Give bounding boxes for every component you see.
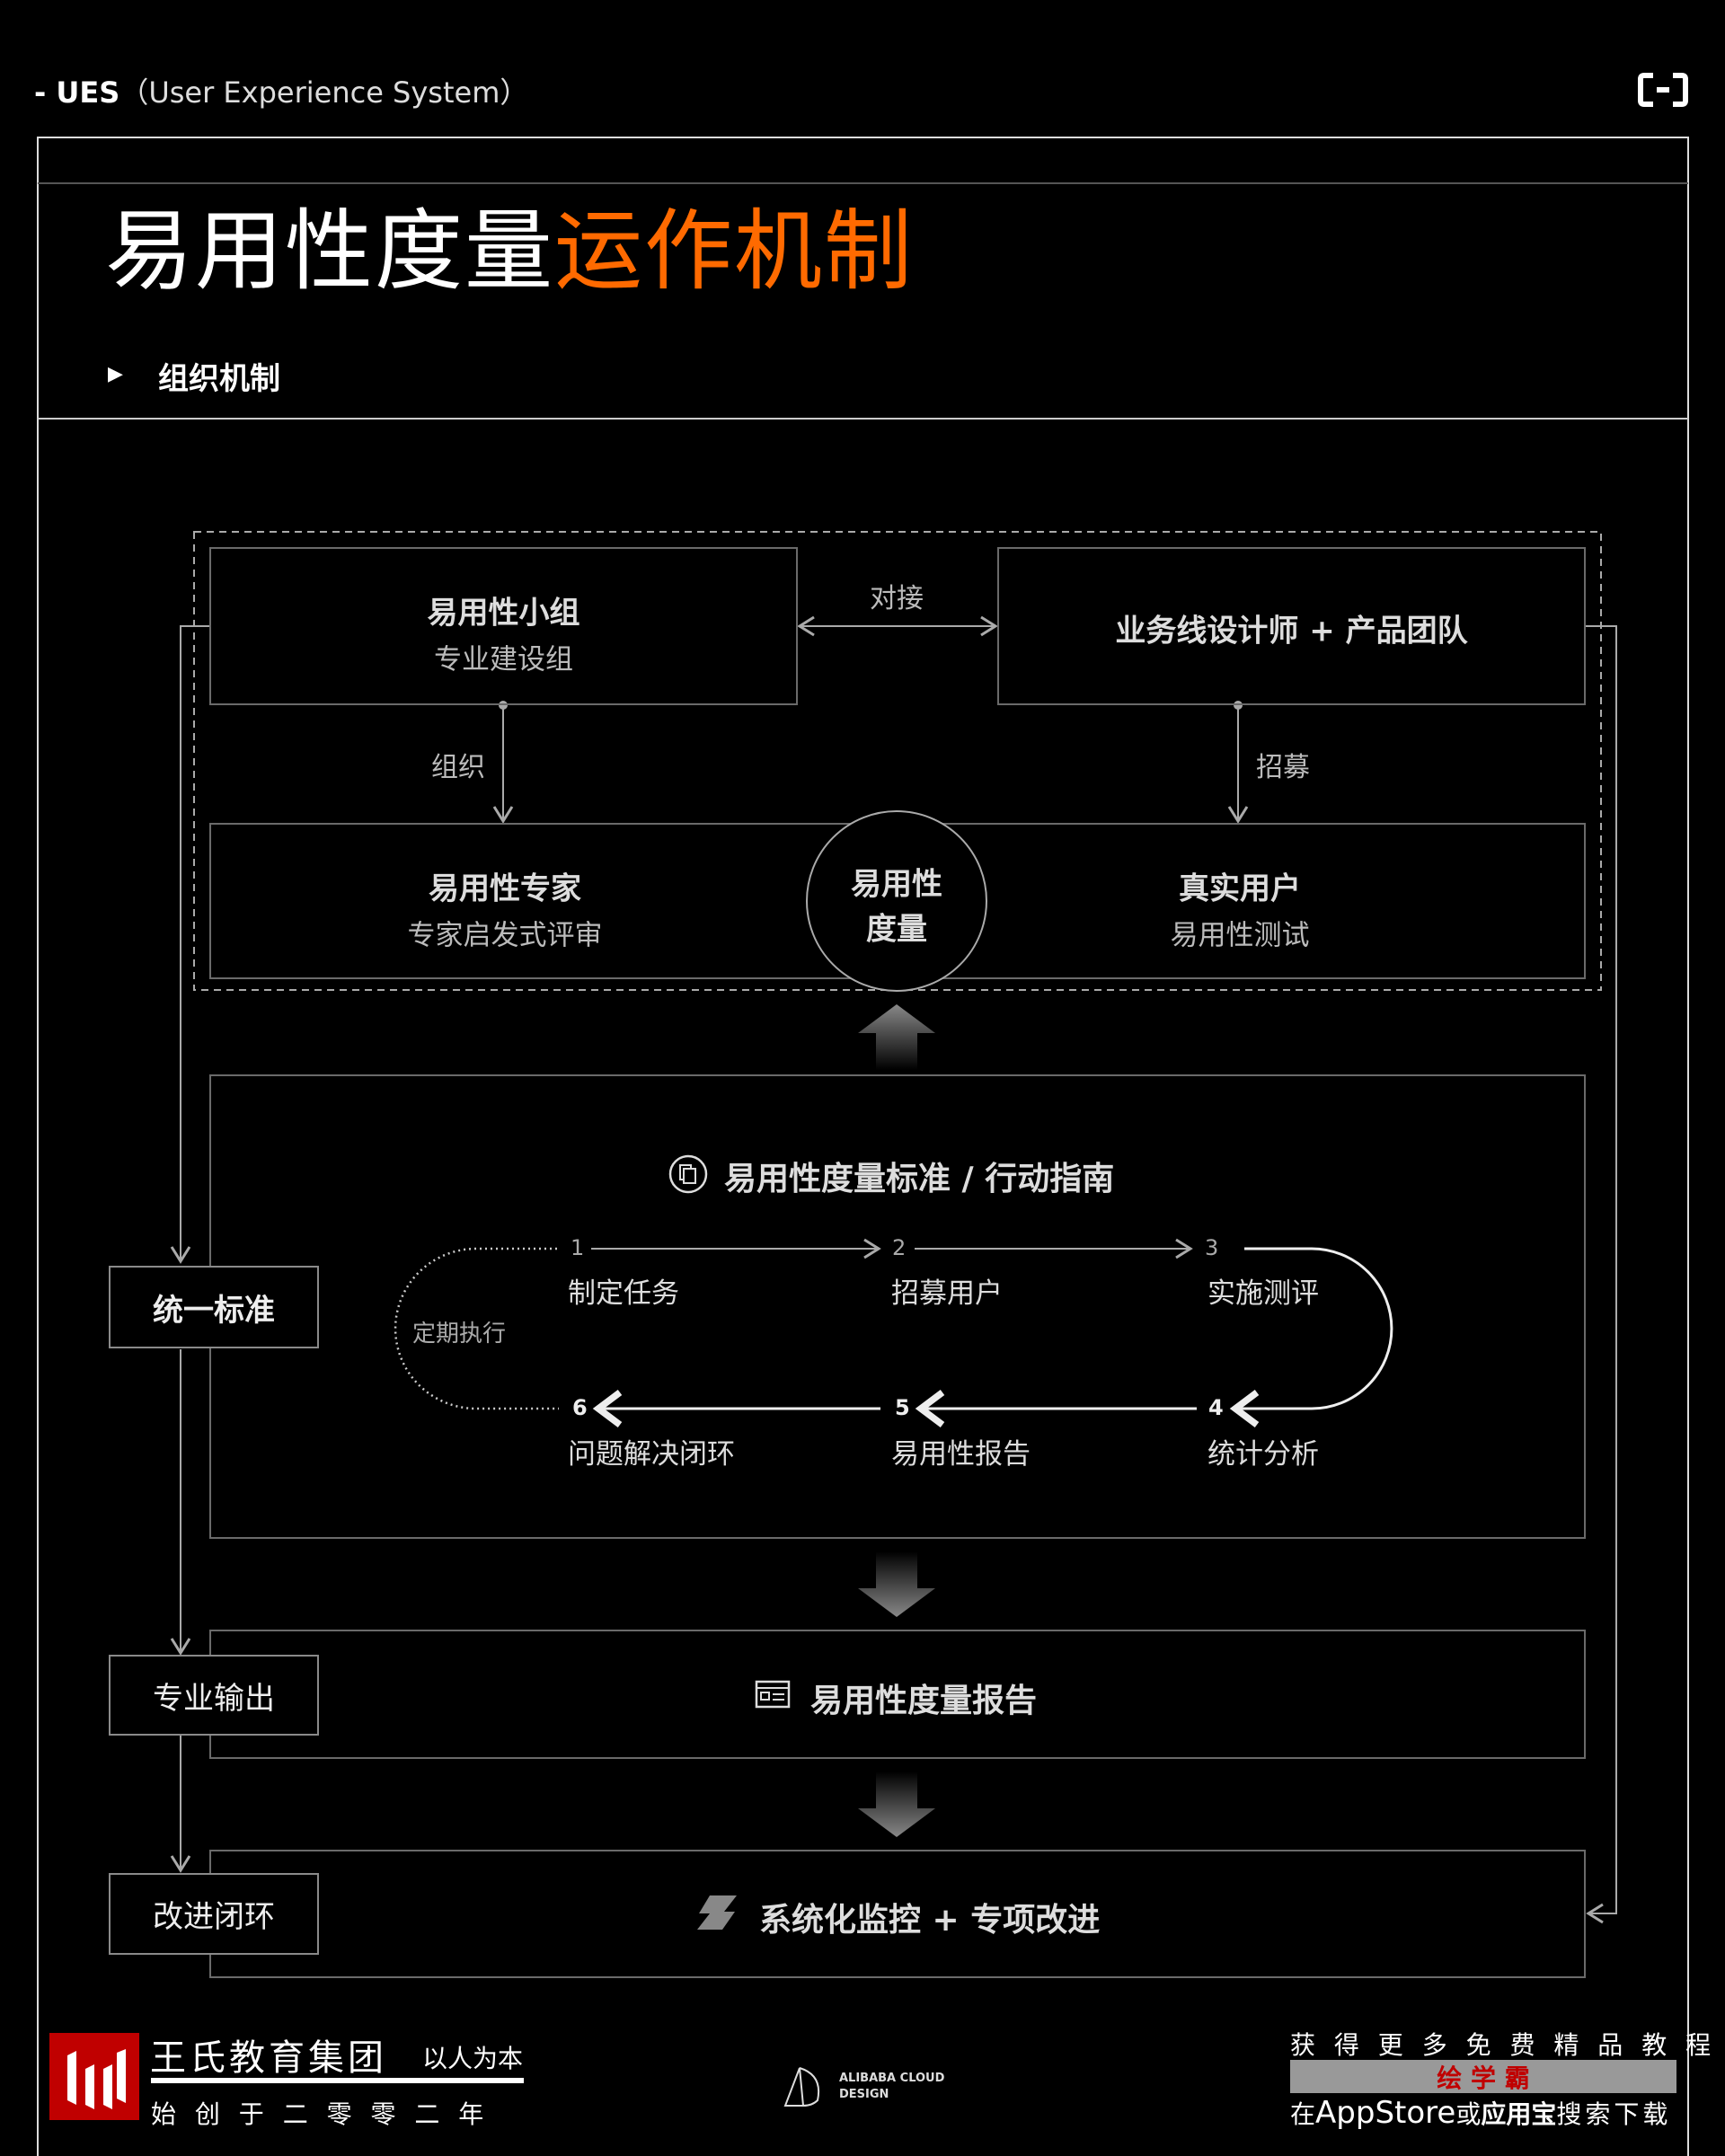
left-flow-arrow bbox=[170, 625, 209, 1264]
periodic-loop bbox=[394, 1247, 559, 1410]
organize-label: 组织 bbox=[431, 752, 485, 783]
founded-text: 始 创 于 二 零 零 二 年 bbox=[151, 2099, 490, 2129]
up-arrow-icon bbox=[858, 1004, 935, 1070]
expert-title: 易用性专家 bbox=[429, 870, 581, 907]
box-subtitle: 专业建设组 bbox=[434, 643, 573, 676]
report-heading: 易用性度量报告 bbox=[810, 1683, 1038, 1719]
alibaba-cloud-design-logo: ALIBABA CLOUD DESIGN bbox=[839, 2071, 947, 2103]
promo-top: 获 得 更 多 免 费 精 品 教 程 bbox=[1290, 2030, 1717, 2060]
motto: 以人为本 bbox=[422, 2044, 524, 2073]
down-arrow-icon bbox=[858, 1551, 935, 1617]
standards-heading: 易用性度量标准 / 行动指南 bbox=[724, 1161, 1115, 1197]
step-number: 4 bbox=[1208, 1395, 1224, 1420]
report-window-icon bbox=[755, 1680, 791, 1709]
down-arrow-icon bbox=[858, 1772, 935, 1837]
divider bbox=[38, 418, 1688, 420]
logo-text: ALIBABA CLOUD DESIGN bbox=[839, 2072, 945, 2101]
page-title: 易用性度量运作机制 bbox=[105, 180, 914, 307]
step-label: 易用性报告 bbox=[891, 1438, 1031, 1471]
promo-text: 在 bbox=[1290, 2099, 1316, 2129]
step-label: 招募用户 bbox=[891, 1277, 1003, 1310]
link-label: 对接 bbox=[870, 583, 924, 614]
promo-bottom: 在AppStore或应用宝搜索下载 bbox=[1290, 2095, 1671, 2131]
page-frame bbox=[37, 137, 1689, 2156]
promo-brand: 绘 学 霸 bbox=[1437, 2063, 1530, 2093]
recruit-label: 招募 bbox=[1256, 752, 1310, 783]
usability-group-box: 易用性小组 专业建设组 bbox=[209, 547, 798, 705]
promo-brand-bar: 绘 学 霸 bbox=[1290, 2060, 1676, 2093]
title-main: 易用性度量 bbox=[105, 200, 555, 303]
step-label: 制定任务 bbox=[568, 1277, 679, 1310]
usability-measure-circle: 易用性 度量 bbox=[806, 810, 987, 992]
org-name: 王氏教育集团 bbox=[150, 2037, 387, 2079]
step-label: 统计分析 bbox=[1208, 1438, 1319, 1471]
wang-logo bbox=[49, 2033, 139, 2120]
improvement-loop-box: 改进闭环 bbox=[109, 1873, 319, 1955]
user-subtitle: 易用性测试 bbox=[1170, 919, 1310, 952]
unify-standard-box: 统一标准 bbox=[109, 1266, 319, 1348]
footer-bar bbox=[151, 2078, 524, 2083]
divider bbox=[38, 182, 1688, 184]
expert-subtitle: 专家启发式评审 bbox=[407, 919, 603, 952]
promo-yingyongbao: 应用宝 bbox=[1481, 2099, 1557, 2129]
business-team-box: 业务线设计师 + 产品团队 bbox=[997, 547, 1586, 705]
right-flow-arrow bbox=[1586, 625, 1617, 1924]
alibaba-design-logo-icon bbox=[783, 2067, 819, 2107]
professional-output-box: 专业输出 bbox=[109, 1655, 319, 1736]
loop-label: 定期执行 bbox=[412, 1321, 507, 1348]
circle-line1: 易用性 bbox=[851, 866, 942, 903]
alibaba-cloud-bracket-icon bbox=[1638, 73, 1688, 107]
step-label: 问题解决闭环 bbox=[568, 1438, 735, 1471]
title-accent: 运作机制 bbox=[554, 200, 915, 303]
document-copy-icon bbox=[668, 1154, 708, 1194]
step-number: 5 bbox=[895, 1395, 910, 1420]
header-prefix: - UES bbox=[34, 75, 120, 110]
user-title: 真实用户 bbox=[1179, 870, 1301, 907]
header-subtitle: （User Experience System） bbox=[119, 75, 529, 110]
triangle-bullet-icon: ▶ bbox=[108, 363, 123, 385]
step-number: 6 bbox=[572, 1395, 588, 1420]
improve-heading: 系统化监控 + 专项改进 bbox=[759, 1902, 1101, 1939]
step-number: 3 bbox=[1205, 1235, 1219, 1260]
box-title: 业务线设计师 + 产品团队 bbox=[1115, 613, 1468, 649]
section-heading: 组织机制 bbox=[158, 361, 280, 397]
circle-line2: 度量 bbox=[866, 911, 927, 948]
step-label: 实施测评 bbox=[1208, 1277, 1319, 1310]
promo-text: 搜索下载 bbox=[1556, 2099, 1672, 2129]
header-title: - UES（User Experience System） bbox=[34, 70, 528, 111]
promo-text: 或 bbox=[1455, 2099, 1482, 2129]
lightning-icon bbox=[697, 1895, 737, 1930]
step-number: 1 bbox=[571, 1235, 585, 1260]
step-number: 2 bbox=[892, 1235, 907, 1260]
promo-appstore: AppStore bbox=[1315, 2095, 1456, 2131]
box-title: 易用性小组 bbox=[427, 595, 580, 632]
